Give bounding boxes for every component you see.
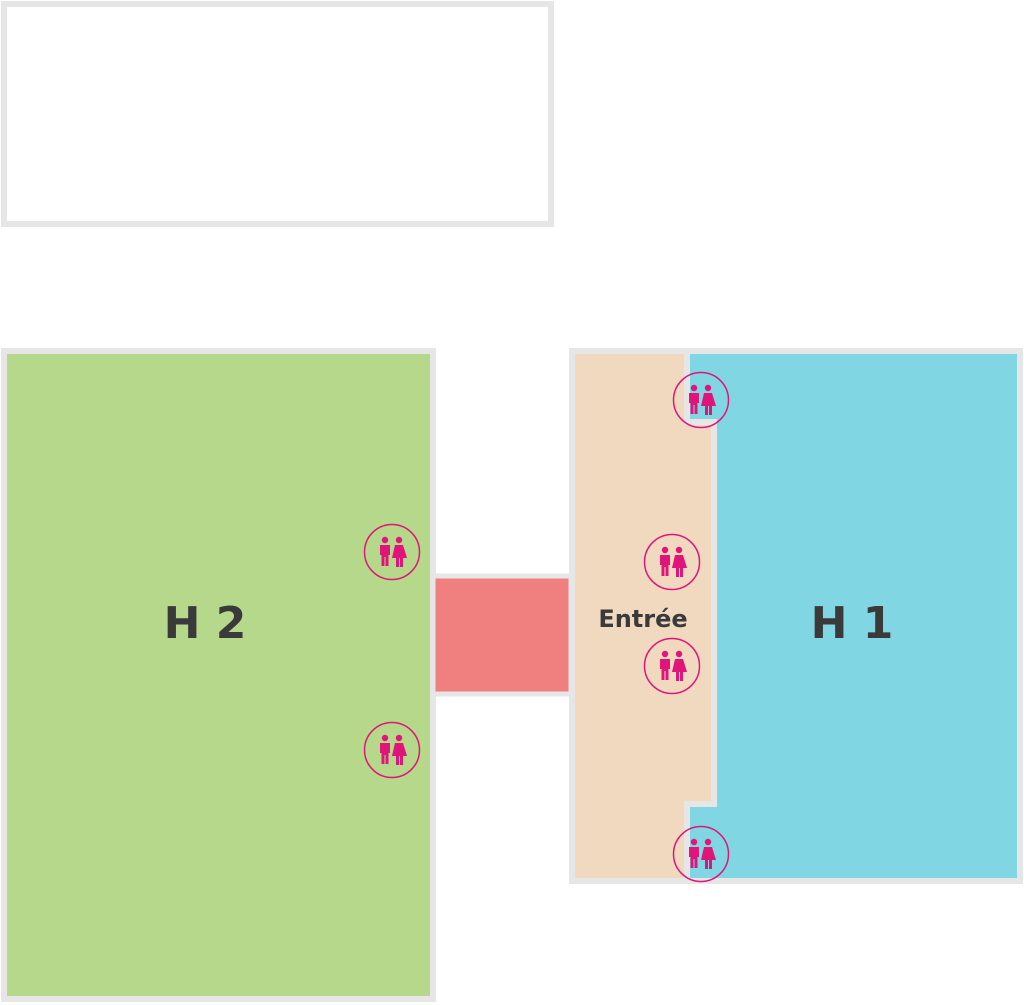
toilet-icon[interactable]: [643, 533, 701, 591]
toilet-icon[interactable]: [672, 371, 730, 429]
toilet-icon[interactable]: [363, 523, 421, 581]
toilet-icon[interactable]: [363, 721, 421, 779]
corridor[interactable]: [430, 573, 574, 697]
wall-divider: [684, 351, 717, 881]
room-h2-label: H 2: [164, 598, 247, 649]
top-room[interactable]: [1, 1, 554, 227]
toilet-icon[interactable]: [672, 825, 730, 883]
room-h1-label: H 1: [811, 598, 894, 649]
toilet-icon[interactable]: [643, 637, 701, 695]
room-h1[interactable]: [687, 354, 1017, 878]
room-h2[interactable]: [1, 348, 436, 1002]
room-entree-label: Entrée: [598, 605, 687, 633]
